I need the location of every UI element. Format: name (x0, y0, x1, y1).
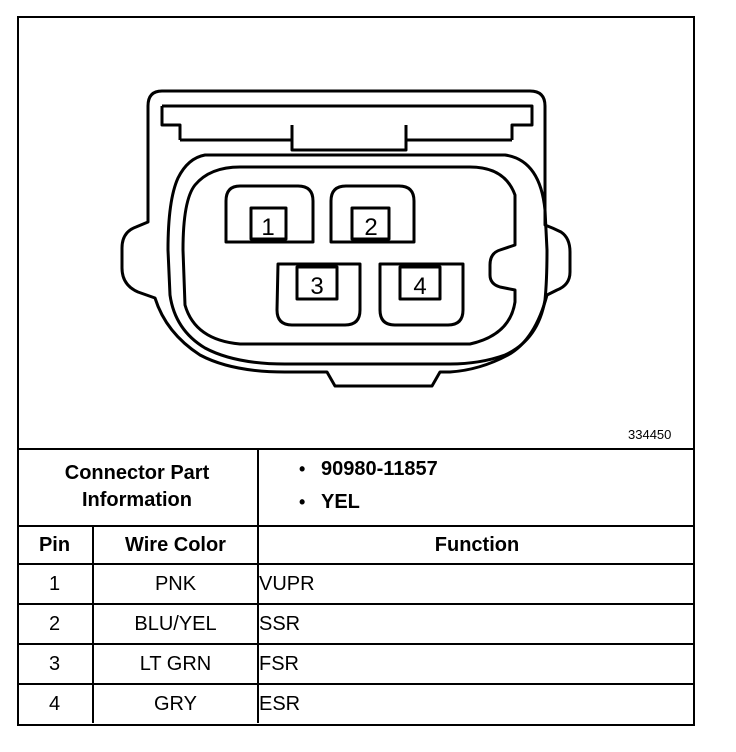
connector-color: YEL (299, 486, 695, 519)
pin-2-label: 2 (364, 214, 377, 241)
pin-1-label: 1 (261, 214, 274, 241)
header-pin: Pin (17, 525, 94, 565)
pin-3-label: 3 (310, 273, 323, 300)
header-row: Pin Wire Color Function (17, 525, 695, 565)
pinout-table: Connector Part Information 90980-11857 Y… (17, 449, 695, 723)
part-info-label: Connector Part Information (17, 449, 259, 527)
part-info-label-line-2: Information (82, 489, 192, 511)
part-info-label-line-1: Connector Part (64, 462, 210, 484)
function-cell: SSR (257, 603, 695, 645)
pin-3-housing (275, 262, 362, 327)
pin-2-housing (329, 184, 416, 244)
pin-cell: 4 (17, 683, 94, 723)
function-cell: ESR (257, 683, 695, 723)
function-cell: FSR (257, 643, 695, 685)
connector-latch (290, 125, 408, 152)
wire-color-cell: BLU/YEL (92, 603, 259, 645)
part-number: 90980-11857 (299, 453, 695, 486)
function-cell: VUPR (257, 563, 695, 605)
connector-inner-shell (166, 153, 549, 366)
connector-top-rail (162, 104, 534, 140)
part-info-values: 90980-11857 YEL (257, 449, 695, 527)
table-row: 3 LT GRN FSR (17, 643, 695, 685)
pin-1-box (249, 206, 288, 241)
table-row: 2 BLU/YEL SSR (17, 603, 695, 645)
pin-4-housing (378, 262, 465, 327)
table-row: 4 GRY ESR (17, 683, 695, 723)
header-wire-color: Wire Color (92, 525, 259, 565)
part-info-row: Connector Part Information 90980-11857 Y… (17, 449, 695, 527)
pin-cell: 2 (17, 603, 94, 645)
pin-4-label: 4 (413, 273, 426, 300)
table-row: 1 PNK VUPR (17, 563, 695, 605)
wire-color-cell: PNK (92, 563, 259, 605)
figure-id: 334450 (628, 427, 672, 442)
connector-outer-shell (120, 89, 572, 388)
pin-1-housing (224, 184, 315, 244)
pin-2-box (350, 206, 391, 241)
pin-4-box (398, 265, 442, 301)
figure-frame (17, 16, 695, 726)
pin-cell: 1 (17, 563, 94, 605)
connector-diagram: 1 2 3 4 (120, 89, 572, 388)
connector-cavity (181, 165, 517, 346)
wire-color-cell: LT GRN (92, 643, 259, 685)
pin-3-box (295, 265, 339, 301)
header-function: Function (257, 525, 695, 565)
pin-cell: 3 (17, 643, 94, 685)
wire-color-cell: GRY (92, 683, 259, 723)
